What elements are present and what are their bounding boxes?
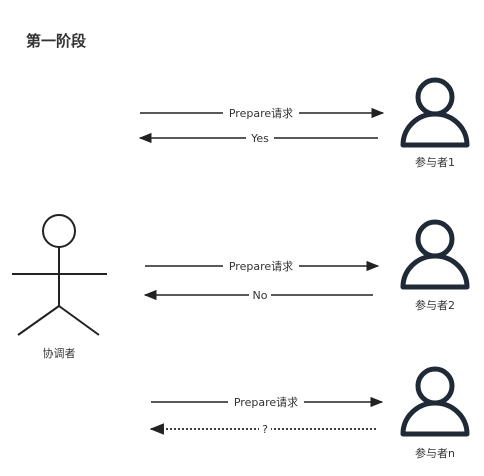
participant-1-label: 参与者1 — [415, 155, 455, 169]
coordinator-right-leg — [58, 305, 100, 336]
coordinator-head-icon — [42, 214, 76, 248]
participant-1-icon — [400, 77, 470, 148]
diagram-title: 第一阶段 — [26, 32, 86, 50]
svg-text:Prepare请求: Prepare请求 — [229, 260, 293, 273]
participant-n-icon — [400, 366, 470, 437]
coordinator-label: 协调者 — [43, 346, 76, 360]
participant-n-label: 参与者n — [415, 446, 455, 460]
message-label-1: Prepare请求 — [223, 106, 299, 120]
svg-text:No: No — [253, 289, 268, 302]
svg-text:Yes: Yes — [250, 132, 269, 145]
svg-text:Prepare请求: Prepare请求 — [229, 107, 293, 120]
svg-text:?: ? — [262, 423, 268, 436]
message-label-5: Prepare请求 — [228, 395, 304, 409]
coordinator-left-leg — [17, 305, 60, 336]
coordinator-actor — [12, 214, 107, 336]
message-label-4: No — [249, 288, 271, 302]
participant-2-label: 参与者2 — [415, 298, 455, 312]
svg-text:Prepare请求: Prepare请求 — [234, 396, 298, 409]
participant-2-icon — [400, 219, 470, 290]
message-label-2: Yes — [246, 131, 274, 145]
message-label-3: Prepare请求 — [223, 259, 299, 273]
message-label-6: ? — [259, 422, 271, 436]
